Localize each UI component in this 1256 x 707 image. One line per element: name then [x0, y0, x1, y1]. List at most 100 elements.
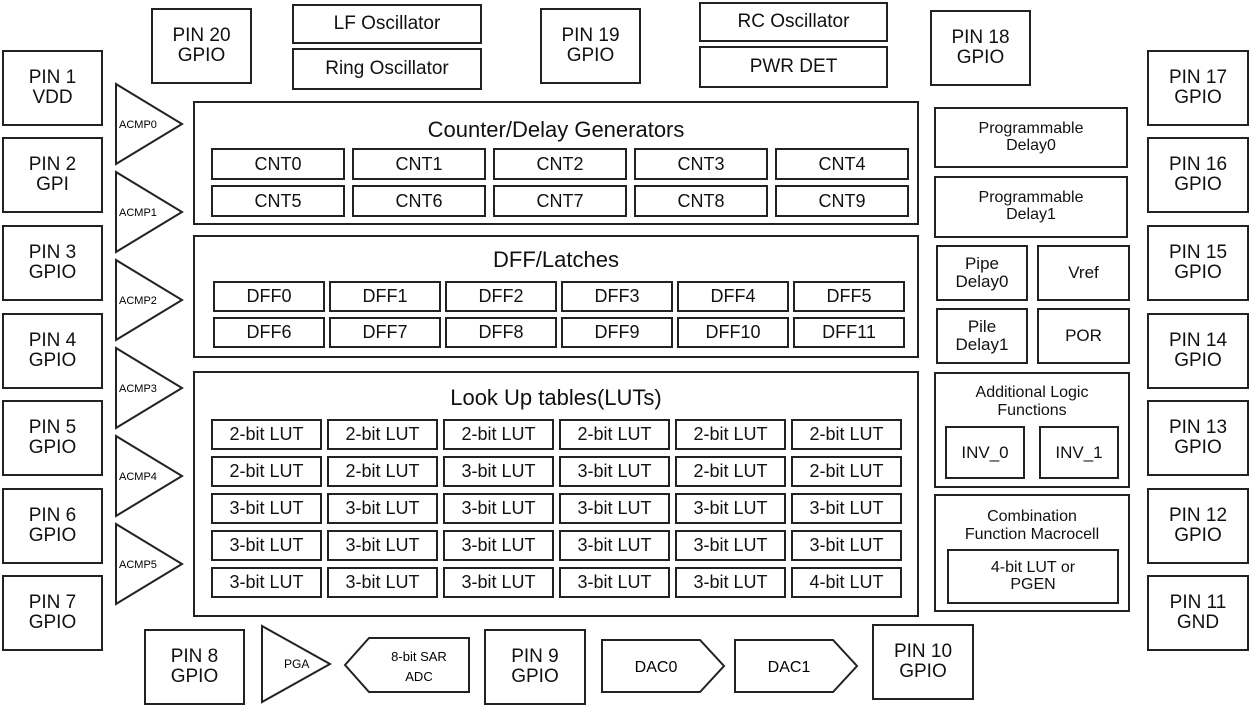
lut-cell: 3-bit LUT — [327, 493, 438, 524]
adc-label-line2: ADC — [405, 669, 432, 684]
vref: Vref — [1037, 245, 1130, 301]
lut-cell: 3-bit LUT — [559, 530, 670, 561]
lut-cell: 3-bit LUT — [443, 567, 554, 598]
pile-delay1: Pile Delay1 — [936, 308, 1028, 364]
counter-cell: CNT4 — [775, 148, 909, 180]
dff-cell: DFF6 — [213, 317, 325, 348]
acmp-triangle — [115, 82, 184, 166]
lut-cell: 3-bit LUT — [559, 456, 670, 487]
pin-2: PIN 2 GPI — [2, 137, 103, 213]
adc-block: 8-bit SAR ADC — [343, 637, 470, 693]
lut-cell: 2-bit LUT — [443, 419, 554, 450]
pipe-delay0: Pipe Delay0 — [936, 245, 1028, 301]
acmp-label: ACMP5 — [119, 559, 157, 571]
ring-oscillator: Ring Oscillator — [292, 48, 482, 90]
programmable-delay1: Programmable Delay1 — [934, 176, 1128, 238]
acmp-triangle — [115, 170, 184, 254]
dff-cell: DFF0 — [213, 281, 325, 312]
lut-cell: 3-bit LUT — [559, 493, 670, 524]
counter-cell: CNT2 — [493, 148, 627, 180]
acmp-triangle — [115, 258, 184, 342]
pin-12: PIN 12 GPIO — [1147, 488, 1249, 564]
acmp-label: ACMP3 — [119, 383, 157, 395]
lut-cell: 2-bit LUT — [675, 456, 786, 487]
lut-cell: 4-bit LUT — [791, 567, 902, 598]
adc-label-line1: 8-bit SAR — [391, 649, 447, 664]
por: POR — [1037, 308, 1130, 364]
pin-1: PIN 1 VDD — [2, 50, 103, 126]
lut-cell: 2-bit LUT — [675, 419, 786, 450]
lut-cell: 2-bit LUT — [211, 419, 322, 450]
lut-or-pgen: 4-bit LUT or PGEN — [947, 549, 1119, 604]
lut-cell: 2-bit LUT — [211, 456, 322, 487]
pin-7: PIN 7 GPIO — [2, 575, 103, 651]
pin-16: PIN 16 GPIO — [1147, 137, 1249, 213]
lut-cell: 2-bit LUT — [327, 419, 438, 450]
acmp-triangle — [115, 522, 184, 606]
pin-11: PIN 11 GND — [1147, 575, 1249, 651]
dff-cell: DFF1 — [329, 281, 441, 312]
acmp-triangle — [115, 434, 184, 518]
dff-cell: DFF9 — [561, 317, 673, 348]
dff-cell: DFF2 — [445, 281, 557, 312]
acmp-label: ACMP4 — [119, 471, 157, 483]
lut-title: Look Up tables(LUTs) — [450, 385, 662, 410]
pin-13: PIN 13 GPIO — [1147, 400, 1249, 476]
dac0-block: DAC0 — [601, 639, 726, 693]
lut-cell: 3-bit LUT — [675, 530, 786, 561]
lut-cell: 2-bit LUT — [559, 419, 670, 450]
counter-cell: CNT9 — [775, 185, 909, 217]
dac0-label: DAC0 — [635, 659, 678, 676]
pin-4: PIN 4 GPIO — [2, 313, 103, 389]
pin-9: PIN 9 GPIO — [484, 629, 586, 705]
lut-cell: 3-bit LUT — [211, 493, 322, 524]
pin-15: PIN 15 GPIO — [1147, 225, 1249, 301]
dff-cell: DFF3 — [561, 281, 673, 312]
lut-cell: 3-bit LUT — [675, 567, 786, 598]
pin-3: PIN 3 GPIO — [2, 225, 103, 301]
pin-20: PIN 20 GPIO — [151, 8, 252, 84]
lut-cell: 3-bit LUT — [443, 493, 554, 524]
combination-title: Combination Function Macrocell — [964, 508, 1100, 543]
pin-5: PIN 5 GPIO — [2, 400, 103, 476]
pga-amplifier: PGA — [261, 624, 333, 704]
dff-cell: DFF5 — [793, 281, 905, 312]
programmable-delay0: Programmable Delay0 — [934, 107, 1128, 168]
lut-cell: 3-bit LUT — [211, 567, 322, 598]
lut-cell: 3-bit LUT — [443, 456, 554, 487]
dff-cell: DFF4 — [677, 281, 789, 312]
counter-cell: CNT1 — [352, 148, 486, 180]
lut-cell: 2-bit LUT — [327, 456, 438, 487]
lut-cell: 3-bit LUT — [559, 567, 670, 598]
inv-0: INV_0 — [945, 426, 1025, 479]
pwr-det: PWR DET — [699, 46, 888, 88]
lut-cell: 3-bit LUT — [791, 493, 902, 524]
lut-cell: 3-bit LUT — [791, 530, 902, 561]
dff-title: DFF/Latches — [493, 247, 619, 272]
dac1-label: DAC1 — [768, 659, 811, 676]
lut-cell: 3-bit LUT — [327, 567, 438, 598]
pin-19: PIN 19 GPIO — [540, 8, 641, 84]
acmp-label: ACMP2 — [119, 295, 157, 307]
pin-18: PIN 18 GPIO — [930, 10, 1031, 86]
counter-cell: CNT3 — [634, 148, 768, 180]
lut-cell: 2-bit LUT — [791, 456, 902, 487]
inv-1: INV_1 — [1039, 426, 1119, 479]
counter-cell: CNT7 — [493, 185, 627, 217]
acmp-label: ACMP0 — [119, 119, 157, 131]
pin-14: PIN 14 GPIO — [1147, 313, 1249, 389]
lut-cell: 3-bit LUT — [675, 493, 786, 524]
lf-oscillator: LF Oscillator — [292, 4, 482, 44]
counter-cell: CNT6 — [352, 185, 486, 217]
lut-cell: 2-bit LUT — [791, 419, 902, 450]
pin-8: PIN 8 GPIO — [144, 629, 245, 705]
counter-cell: CNT8 — [634, 185, 768, 217]
lut-cell: 3-bit LUT — [443, 530, 554, 561]
counter-cell: CNT0 — [211, 148, 345, 180]
pin-17: PIN 17 GPIO — [1147, 50, 1249, 126]
dff-cell: DFF11 — [793, 317, 905, 348]
additional-logic-title: Additional Logic Functions — [975, 384, 1089, 419]
dff-cell: DFF8 — [445, 317, 557, 348]
rc-oscillator: RC Oscillator — [699, 2, 888, 42]
pin-6: PIN 6 GPIO — [2, 488, 103, 564]
